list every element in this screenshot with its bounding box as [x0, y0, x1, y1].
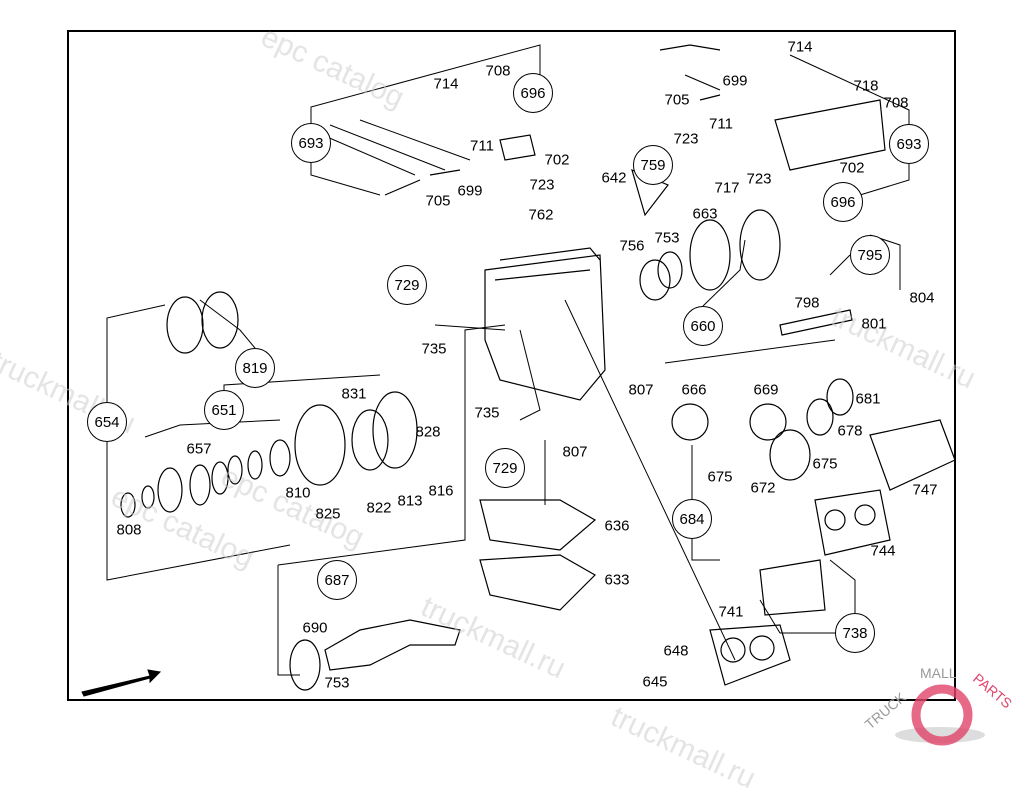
part-number-label: 756 [619, 237, 645, 255]
truckmall-parts-logo: TRUCK MALL PARTS [862, 665, 1015, 746]
part-number-label: 718 [853, 77, 879, 95]
part-number-label: 831 [341, 385, 367, 403]
part-number-label: 645 [642, 673, 668, 691]
part-number-label: 822 [366, 499, 392, 517]
part-number-label: 808 [116, 521, 142, 539]
part-number-label: 744 [870, 542, 896, 560]
part-number-label: 717 [714, 179, 740, 197]
part-number-label: 648 [663, 642, 689, 660]
part-number-label: 663 [692, 205, 718, 223]
part-number-label: 705 [425, 192, 451, 210]
exploded-parts-drawing [81, 44, 956, 697]
callout-circle: 693 [291, 123, 331, 163]
callout-circle: 729 [387, 265, 427, 305]
part-number-label: 753 [324, 674, 350, 692]
svg-text:PARTS: PARTS [970, 670, 1015, 711]
part-number-label: 735 [421, 340, 447, 358]
part-number-label: 723 [529, 176, 555, 194]
part-number-label: 741 [718, 603, 744, 621]
part-number-label: 675 [707, 468, 733, 486]
part-number-label: 705 [664, 91, 690, 109]
part-number-label: 633 [604, 571, 630, 589]
part-number-label: 678 [837, 422, 863, 440]
part-number-label: 666 [681, 381, 707, 399]
part-number-label: 753 [654, 229, 680, 247]
callout-circle: 660 [683, 306, 723, 346]
callout-circle: 687 [317, 560, 357, 600]
svg-text:MALL: MALL [920, 665, 957, 681]
diagram-frame [67, 30, 956, 701]
part-number-label: 699 [457, 182, 483, 200]
part-number-label: 735 [474, 404, 500, 422]
callout-circle: 693 [889, 124, 929, 164]
part-number-label: 699 [722, 72, 748, 90]
part-number-label: 762 [528, 206, 554, 224]
part-number-label: 747 [912, 481, 938, 499]
callout-circle: 696 [513, 73, 553, 113]
part-number-label: 807 [562, 443, 588, 461]
svg-text:TRUCK: TRUCK [862, 689, 910, 733]
part-number-label: 711 [709, 115, 733, 133]
callout-circle: 654 [87, 402, 127, 442]
part-number-label: 714 [787, 38, 813, 56]
part-number-label: 828 [415, 423, 441, 441]
callout-circle: 759 [633, 145, 673, 185]
callout-circle: 684 [672, 499, 712, 539]
part-number-label: 669 [753, 381, 779, 399]
callout-circle: 819 [235, 348, 275, 388]
part-number-label: 723 [746, 170, 772, 188]
part-number-label: 702 [839, 159, 865, 177]
part-number-label: 714 [433, 75, 459, 93]
part-number-label: 657 [186, 440, 212, 458]
callout-circle: 795 [850, 235, 890, 275]
part-number-label: 708 [485, 62, 511, 80]
part-number-label: 690 [302, 619, 328, 637]
callout-circle: 738 [835, 613, 875, 653]
callout-circle: 651 [204, 390, 244, 430]
part-number-label: 798 [794, 294, 820, 312]
part-number-label: 642 [601, 169, 627, 187]
part-number-label: 636 [604, 517, 630, 535]
part-number-label: 816 [428, 482, 454, 500]
part-number-label: 825 [315, 505, 341, 523]
part-number-label: 810 [285, 484, 311, 502]
part-number-label: 813 [397, 492, 423, 510]
callout-circle: 729 [485, 448, 525, 488]
part-number-label: 681 [855, 390, 881, 408]
part-number-label: 702 [544, 151, 570, 169]
part-number-label: 711 [470, 137, 494, 155]
part-number-label: 708 [883, 94, 909, 112]
callout-circle: 696 [823, 182, 863, 222]
part-number-label: 723 [673, 130, 699, 148]
part-number-label: 675 [812, 455, 838, 473]
part-number-label: 807 [628, 381, 654, 399]
part-number-label: 672 [750, 479, 776, 497]
part-number-label: 804 [909, 289, 935, 307]
part-number-label: 801 [861, 315, 887, 333]
